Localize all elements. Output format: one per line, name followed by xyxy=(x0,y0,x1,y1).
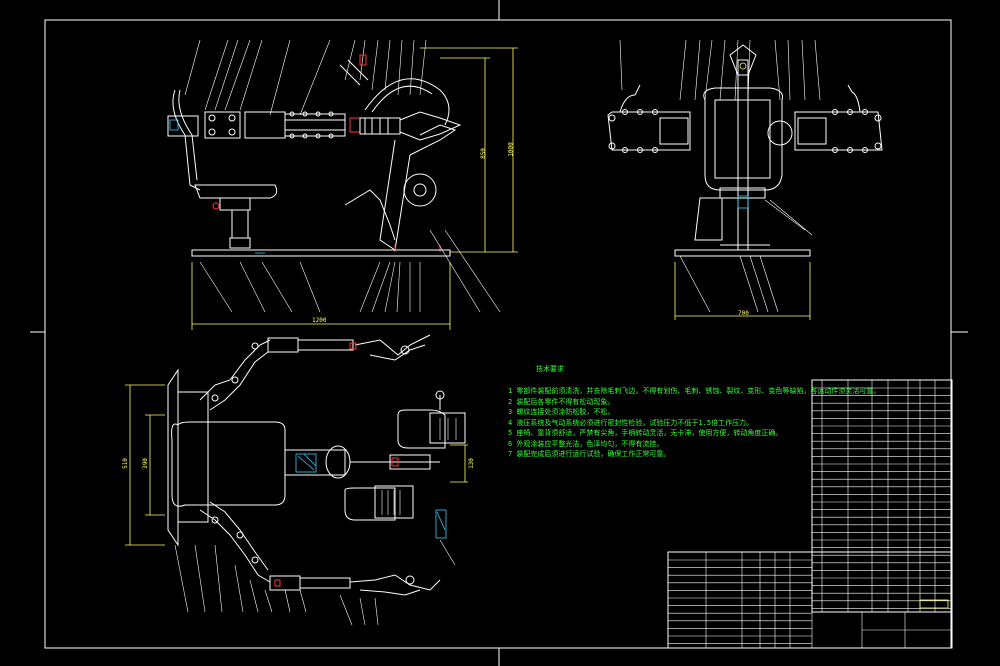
plan-offset-dimension: 130 xyxy=(467,458,475,469)
drawing-frame xyxy=(30,0,968,666)
note-line: 3 螺纹连接处须涂防松胶，不松。 xyxy=(508,408,615,416)
side-view xyxy=(607,39,883,320)
note-line: 2 装配后各零件不得有松动现象。 xyxy=(508,397,615,406)
note-line: 6 外观涂装应平整光洁，色泽均匀，不得有流挂。 xyxy=(508,439,664,448)
note-line: 4 液压系统及气动系统必须进行密封性检验，试验压力不低于1.5倍工作压力。 xyxy=(508,418,754,427)
technical-notes: 1 零部件装配前须清洗，并去除毛刺飞边，不得有划伤、毛刺、锈蚀、裂纹、变形、变色… xyxy=(508,366,880,460)
note-line: 5 座椅、靠背须舒适，严禁有尖角，手柄转动灵活，无卡滞，使用方便，转动角度正确。 xyxy=(508,429,783,437)
note-line: 1 零部件装配前须清洗，并去除毛刺飞边，不得有划伤、毛刺、锈蚀、裂纹、变形、变色… xyxy=(508,387,881,395)
side-width-dimension: 700 xyxy=(738,310,749,317)
front-view xyxy=(167,39,518,330)
plan-view xyxy=(125,334,468,626)
plan-seat-dimension: 390 xyxy=(141,458,149,469)
note-line: 7 装配完成后须进行运行试验，确保工作正常可靠。 xyxy=(508,450,671,458)
front-height-dimension: 850 xyxy=(479,148,487,159)
plan-height-dimension: 510 xyxy=(121,458,129,469)
front-total-height-dimension: 1000 xyxy=(507,142,515,157)
front-width-dimension: 1200 xyxy=(312,317,327,324)
parts-list xyxy=(811,379,953,613)
notes-title: 技术要求 xyxy=(536,365,564,373)
title-block xyxy=(667,551,953,649)
